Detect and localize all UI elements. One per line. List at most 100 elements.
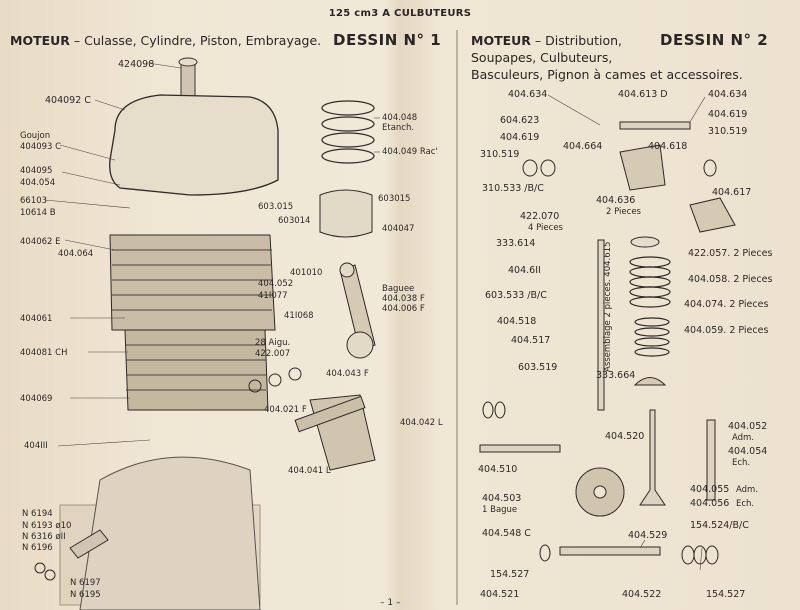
label-r-404055: 404.055 — [690, 484, 730, 495]
right-title-line2: Soupapes, Culbuteurs, — [471, 50, 613, 65]
label-r-404617: 404.617 — [712, 187, 752, 198]
label-r-422057: 422.057. 2 Pieces — [688, 248, 773, 259]
label-r-adm-b: Adm. — [736, 485, 759, 495]
label-r-404522: 404.522 — [622, 589, 662, 600]
label-goujon: Goujon — [20, 131, 51, 141]
label-r-404052: 404.052 — [728, 421, 768, 432]
label-424098: 424098 — [118, 59, 155, 70]
label-404021f: 404.021 F — [264, 405, 307, 415]
label-r-404529: 404.529 — [628, 530, 668, 541]
label-r-404619-b: 404.619 — [708, 109, 748, 120]
label-r-604623: 604.623 — [500, 115, 540, 126]
label-r-404058: 404.058. 2 Pieces — [688, 274, 773, 285]
label-r-404054: 404.054 — [728, 446, 768, 457]
label-28-aigu: 28 Aigu. — [255, 338, 291, 348]
label-411077: 41I077 — [258, 291, 288, 301]
label-r-404664: 404.664 — [563, 141, 603, 152]
label-404038f: 404.038 F — [382, 294, 425, 304]
page-footer: – 1 – — [380, 598, 401, 608]
label-r-2pieces: 2 Pieces — [606, 207, 641, 217]
label-n6193: N 6193 ø10 — [22, 521, 72, 531]
label-baguee: Baguee — [382, 284, 415, 294]
label-r-404059: 404.059. 2 Pieces — [684, 325, 769, 336]
label-404061: 404061 — [20, 314, 53, 324]
right-title-bold: MOTEUR — [471, 33, 531, 48]
label-r-404056: 404.056 — [690, 498, 730, 509]
label-404006f: 404.006 F — [382, 304, 425, 314]
label-r-404520: 404.520 — [605, 431, 645, 442]
label-r-404518: 404.518 — [497, 316, 537, 327]
label-r-404510: 404.510 — [478, 464, 518, 475]
label-r-422070: 422.070 — [520, 211, 560, 222]
label-404054: 404.054 — [20, 178, 56, 188]
label-r-404618: 404.618 — [648, 141, 688, 152]
label-r-603533: 603.533 /B/C — [485, 290, 547, 301]
label-r-404517: 404.517 — [511, 335, 551, 346]
label-404042l: 404.042 L — [400, 418, 443, 428]
label-r-154527-b: 154.527 — [706, 589, 746, 600]
label-r-404074: 404.074. 2 Pieces — [684, 299, 769, 310]
label-r-310519-b: 310.519 — [708, 126, 748, 137]
label-r-603519: 603.519 — [518, 362, 558, 373]
label-r-333664: 333.664 — [596, 370, 636, 381]
label-404041l: 404.041 L — [288, 466, 331, 476]
label-404093c: 404093 C — [20, 142, 62, 152]
label-r-ech-a: Ech. — [732, 458, 751, 468]
label-n6195: N 6195 — [70, 590, 101, 600]
label-n6194: N 6194 — [22, 509, 53, 519]
label-r-404636: 404.636 — [596, 195, 636, 206]
label-r-adm-a: Adm. — [732, 433, 755, 443]
left-title-bold: MOTEUR — [10, 33, 70, 48]
label-r-404634-a: 404.634 — [508, 89, 548, 100]
label-404095: 404095 — [20, 166, 53, 176]
label-603015-a: 603.015 — [258, 202, 294, 212]
right-title: MOTEUR – Distribution, Soupapes, Culbute… — [471, 32, 743, 83]
left-title-rest: – Culasse, Cylindre, Piston, Embrayage. — [69, 33, 322, 48]
label-etanch: Etanch. — [382, 123, 415, 133]
label-66103: 66103 — [20, 196, 48, 206]
label-404048: 404.048 — [382, 113, 418, 123]
label-r-333614: 333.614 — [496, 238, 536, 249]
label-r-404634-b: 404.634 — [708, 89, 748, 100]
label-404047: 404047 — [382, 224, 415, 234]
label-r-404503: 404.503 — [482, 493, 522, 504]
label-401010: 401010 — [290, 268, 323, 278]
label-404049: 404.049 Rac' — [382, 147, 438, 157]
label-n6196: N 6196 — [22, 543, 53, 553]
label-422007: 422.007 — [255, 349, 291, 359]
label-404064: 404.064 — [58, 249, 94, 259]
label-r-310533: 310.533 /B/C — [482, 183, 544, 194]
label-r-404611: 404.6II — [508, 265, 541, 276]
left-dessin: DESSIN N° 1 — [333, 31, 442, 49]
label-r-ech-b: Ech. — [736, 499, 755, 509]
label-r-404613d: 404.613 D — [618, 89, 668, 100]
label-404052-left: 404.052 — [258, 279, 294, 289]
right-title-line3: Basculeurs, Pignon à cames et accessoire… — [471, 67, 743, 82]
label-603015-b: 603015 — [378, 194, 411, 204]
label-r-154527-a: 154.527 — [490, 569, 530, 580]
label-r-310519-a: 310.519 — [480, 149, 520, 160]
label-r-404548c: 404.548 C — [482, 528, 531, 539]
label-404062e: 404062 E — [20, 237, 61, 247]
right-dessin: DESSIN N° 2 — [660, 31, 769, 49]
label-r-404521: 404.521 — [480, 589, 520, 600]
label-r-404619-a: 404.619 — [500, 132, 540, 143]
label-assemblage: Assemblage 2 pieces. 404.615 — [603, 241, 613, 372]
label-404043f: 404.043 F — [326, 369, 369, 379]
label-404092c: 404092 C — [45, 95, 91, 106]
left-title: MOTEUR – Culasse, Cylindre, Piston, Embr… — [10, 32, 321, 49]
label-r-4pieces: 4 Pieces — [528, 223, 563, 233]
label-404069: 404069 — [20, 394, 53, 404]
right-title-rest: – Distribution, — [530, 33, 623, 48]
label-n6316: N 6316 øII — [22, 532, 66, 542]
label-411068: 41I068 — [284, 311, 314, 321]
page-header: 125 cm3 A CULBUTEURS — [328, 8, 472, 19]
label-r-1bague: 1 Bague — [482, 505, 518, 515]
label-603014: 603014 — [278, 216, 311, 226]
label-404111: 404III — [24, 441, 48, 451]
label-10614b: 10614 B — [20, 208, 56, 218]
label-r-154524: 154.524/B/C — [690, 520, 749, 531]
label-n6197: N 6197 — [70, 578, 101, 588]
